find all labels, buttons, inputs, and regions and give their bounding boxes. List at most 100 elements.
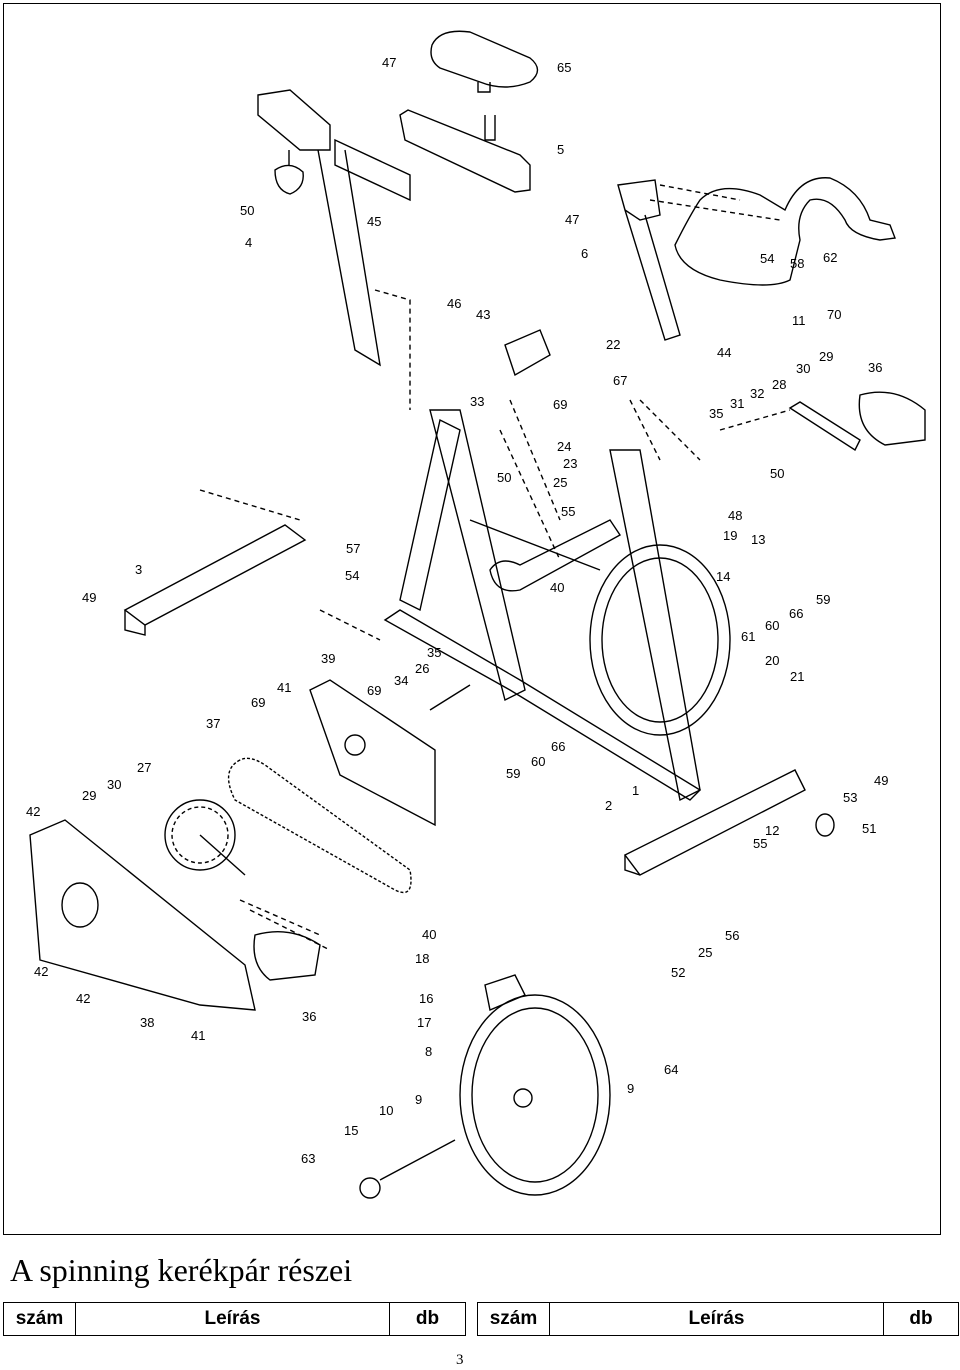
rear-stabilizer-3 [123, 524, 307, 626]
axle-10 [379, 1139, 456, 1181]
callout-label: 42 [26, 804, 40, 819]
handlebar-post-6 [617, 179, 661, 221]
callout-label: 41 [277, 680, 291, 695]
callout-label: 47 [382, 55, 396, 70]
callout-label: 17 [417, 1015, 431, 1030]
callout-label: 15 [344, 1123, 358, 1138]
callout-label: 69 [553, 397, 567, 412]
callout-label: 32 [750, 386, 764, 401]
seat-slider [399, 109, 531, 193]
pedal-36 [253, 930, 321, 981]
callout-label: 12 [765, 823, 779, 838]
parts-table-header: szám Leírás db szám Leírás db [3, 1302, 959, 1336]
seat-post-4 [257, 89, 331, 151]
callout-label: 52 [671, 965, 685, 980]
column-header-quantity-2: db [883, 1302, 959, 1336]
callout-label: 36 [302, 1009, 316, 1024]
callout-label: 44 [717, 345, 731, 360]
callout-label: 69 [251, 695, 265, 710]
callout-label: 22 [606, 337, 620, 352]
callout-label: 19 [723, 528, 737, 543]
callout-label: 27 [137, 760, 151, 775]
flywheel-frame [589, 544, 731, 736]
callout-label: 21 [790, 669, 804, 684]
callout-label: 56 [725, 928, 739, 943]
chain-guard-39 [309, 679, 436, 827]
callout-label: 54 [345, 568, 359, 583]
callout-label: 65 [557, 60, 571, 75]
callout-label: 2 [605, 798, 612, 813]
callout-label: 42 [34, 964, 48, 979]
callout-label: 57 [346, 541, 360, 556]
column-header-number: szám [3, 1302, 76, 1336]
chain-37 [227, 757, 412, 894]
callout-label: 61 [741, 629, 755, 644]
callout-label: 10 [379, 1103, 393, 1118]
callout-label: 50 [240, 203, 254, 218]
callout-label: 54 [760, 251, 774, 266]
chain-guard-38 [29, 819, 256, 1011]
callout-label: 55 [561, 504, 575, 519]
callout-label: 34 [394, 673, 408, 688]
callout-label: 6 [581, 246, 588, 261]
column-header-description: Leírás [75, 1302, 390, 1336]
callout-label: 47 [565, 212, 579, 227]
callout-label: 41 [191, 1028, 205, 1043]
callout-label: 50 [770, 466, 784, 481]
callout-label: 37 [206, 716, 220, 731]
column-header-description-2: Leírás [549, 1302, 884, 1336]
callout-label: 46 [447, 296, 461, 311]
callout-label: 53 [843, 790, 857, 805]
callout-label: 4 [245, 235, 252, 250]
callout-label: 40 [422, 927, 436, 942]
callout-label: 13 [751, 532, 765, 547]
callout-label: 45 [367, 214, 381, 229]
callout-label: 29 [819, 349, 833, 364]
callout-label: 30 [107, 777, 121, 792]
callout-label: 5 [557, 142, 564, 157]
callout-label: 14 [716, 569, 730, 584]
callout-label: 33 [470, 394, 484, 409]
callout-label: 69 [367, 683, 381, 698]
callout-label: 39 [321, 651, 335, 666]
chainring-27 [164, 799, 236, 871]
callout-label: 16 [419, 991, 433, 1006]
callout-label: 3 [135, 562, 142, 577]
seat-saddle [430, 30, 539, 88]
page-title: A spinning kerékpár részei [10, 1252, 353, 1288]
callout-label: 9 [627, 1081, 634, 1096]
diagram-frame [3, 3, 941, 1235]
knob-50 [274, 164, 304, 195]
callout-label: 28 [772, 377, 786, 392]
wheel-8 [459, 994, 611, 1196]
callout-label: 70 [827, 307, 841, 322]
page-number: 3 [456, 1352, 464, 1368]
callout-label: 43 [476, 307, 490, 322]
pedal-36b [858, 391, 926, 446]
callout-label: 60 [531, 754, 545, 769]
column-header-number-2: szám [477, 1302, 550, 1336]
sprocket-15 [359, 1177, 381, 1199]
callout-label: 29 [82, 788, 96, 803]
handlebar-11 [674, 177, 896, 286]
callout-label: 9 [415, 1092, 422, 1107]
callout-label: 62 [823, 250, 837, 265]
callout-label: 8 [425, 1044, 432, 1059]
callout-label: 63 [301, 1151, 315, 1166]
callout-label: 42 [76, 991, 90, 1006]
callout-label: 23 [563, 456, 577, 471]
front-stabilizer-2 [623, 769, 806, 876]
callout-label: 67 [613, 373, 627, 388]
callout-label: 35 [709, 406, 723, 421]
callout-label: 48 [728, 508, 742, 523]
callout-label: 60 [765, 618, 779, 633]
callout-label: 59 [506, 766, 520, 781]
callout-label: 20 [765, 653, 779, 668]
column-separator [465, 1302, 478, 1336]
callout-label: 11 [792, 313, 806, 328]
main-frame-1 [429, 409, 526, 702]
callout-label: 30 [796, 361, 810, 376]
callout-label: 18 [415, 951, 429, 966]
callout-label: 38 [140, 1015, 154, 1030]
callout-label: 1 [632, 783, 639, 798]
